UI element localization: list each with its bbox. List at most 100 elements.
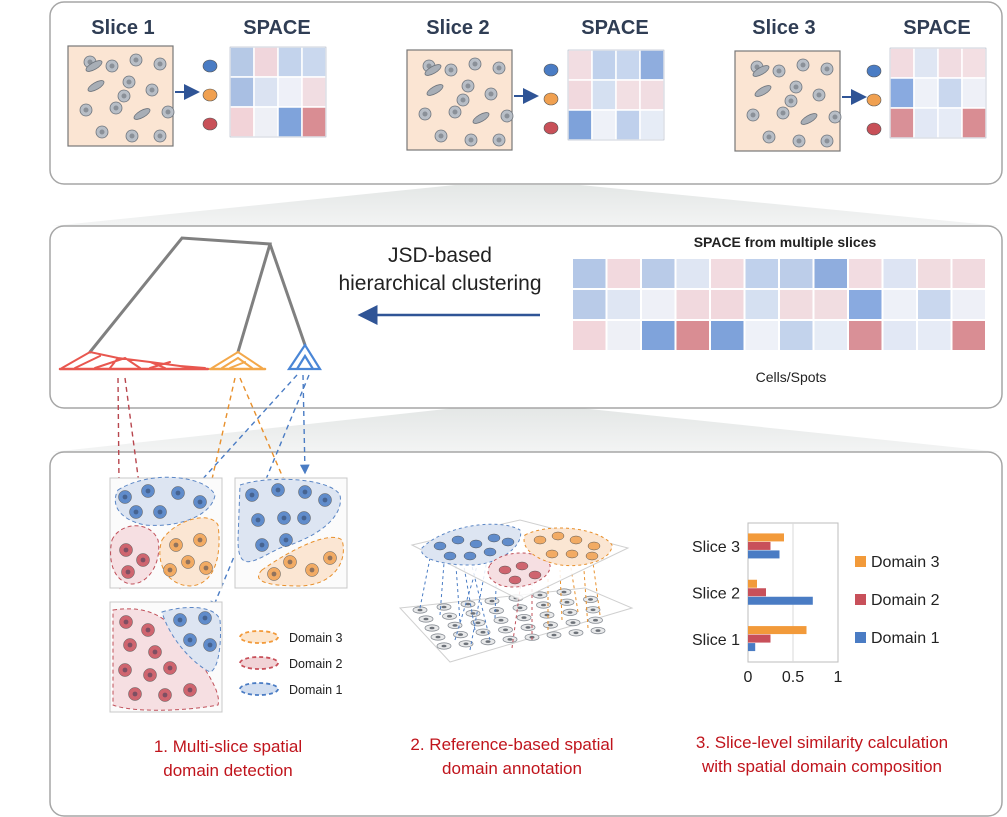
annotated-cell [443,551,457,561]
domain-cell-nucleus [197,537,203,543]
annotated-cell [508,575,522,585]
domain-cell-nucleus [281,515,287,521]
space-multi-cell [743,319,780,352]
space-multi-cell [743,288,780,321]
space-multi-cell [640,319,677,352]
space-matrix-cell [961,107,987,139]
tissue-cell [472,112,490,124]
step3-line2: with spatial domain composition [701,757,942,776]
domain-cell-nucleus [127,642,133,648]
tissue-cell-nucleus [793,84,799,90]
space-matrix-cell [253,76,279,108]
domain-cell-nucleus [175,490,181,496]
space-matrix-cell [567,49,593,81]
orange-cell-icon [543,92,559,106]
space-matrix-cell [567,109,593,141]
space-matrix-cell [913,107,939,139]
annotated-cell [463,551,477,561]
step2-line2: domain annotation [442,759,582,778]
bar-slice-3-domain-3 [748,533,784,542]
reference-cell-nucleus [447,614,452,618]
space-multi-matrix [571,257,987,352]
domain-cell-nucleus [255,517,261,523]
tissue-cell-nucleus [113,105,119,111]
domain-cell-nucleus [162,692,168,698]
reference-cell-nucleus [441,605,447,609]
space-multi-cell [674,319,711,352]
reference-cell-nucleus [480,630,486,634]
space-multi-cell [605,257,642,290]
tissue-cell-nucleus [824,66,830,72]
reference-cell-nucleus [595,629,601,632]
reference-cell-nucleus [593,618,598,622]
tissue-cell [752,65,770,77]
step2-line1: 2. Reference-based spatial [410,735,613,754]
tissue-cell-nucleus [422,111,428,117]
tissue-cell-nucleus [157,61,163,67]
tissue-cell-nucleus [468,137,474,143]
red-cell-icon [202,117,218,131]
annotated-cell [585,551,599,561]
legend-swatch [239,656,279,670]
space-matrix-cell [229,106,255,138]
zoom-funnel-1 [52,185,1000,226]
reference-cell-nucleus [573,631,579,635]
annotated-cell [533,535,547,545]
space-label: SPACE [243,17,310,39]
space-matrix-cell [591,49,617,81]
space-multi-cell [950,257,987,290]
space-multi-cell [640,288,677,321]
domain-cell-nucleus [283,537,289,543]
annotated-cell [487,533,501,543]
space-multi-cell [709,288,746,321]
method-label-line2: hierarchical clustering [338,272,541,295]
reference-cell-nucleus [521,616,527,619]
reference-cell-nucleus [470,612,476,615]
domain-cell-nucleus [140,557,146,563]
domain-cell-nucleus [122,667,128,673]
space-matrix-cell [591,109,617,141]
space-matrix-cell [639,49,665,81]
legend-swatch [239,630,279,644]
tissue-cell-nucleus [472,61,478,67]
tissue-cell-nucleus [780,110,786,116]
space-matrix-cell [253,106,279,138]
bar-slice-2-domain-1 [748,596,813,605]
space-multi-cell [674,257,711,290]
reference-cell-nucleus [435,635,441,639]
tissue-cell-nucleus [816,92,822,98]
tissue-cell-nucleus [109,63,115,69]
tissue-cell [800,113,818,125]
tissue-cell [426,84,444,96]
reference-cell-nucleus [498,618,504,622]
reference-stack [398,519,634,663]
space-matrix-cell [277,106,303,138]
chart-tick-label: 0 [744,669,753,686]
tissue-cell-nucleus [796,138,802,144]
tissue-cell-nucleus [157,133,163,139]
annotated-cell [483,547,497,557]
reference-cell-nucleus [541,603,546,607]
domain-cell-nucleus [202,615,208,621]
domain-cell-nucleus [302,489,308,495]
legend-swatch [239,682,279,696]
reference-cell-nucleus [465,602,471,606]
orange-cell-icon [202,88,218,102]
space-matrix-cell [253,46,279,78]
space-label: SPACE [903,17,970,39]
reference-cell-nucleus [489,599,495,603]
tissue-cell-nucleus [776,68,782,74]
tissue-cell-nucleus [766,134,772,140]
domain-cell-nucleus [167,665,173,671]
domain-cell-nucleus [185,559,191,565]
reference-cell-nucleus [452,624,458,627]
annotated-cell [587,541,601,551]
space-multi-cell [812,319,849,352]
tissue-cell-nucleus [448,67,454,73]
space-multi-cell [709,319,746,352]
chart-tick-label: 1 [834,669,843,686]
domain-cell-nucleus [197,499,203,505]
